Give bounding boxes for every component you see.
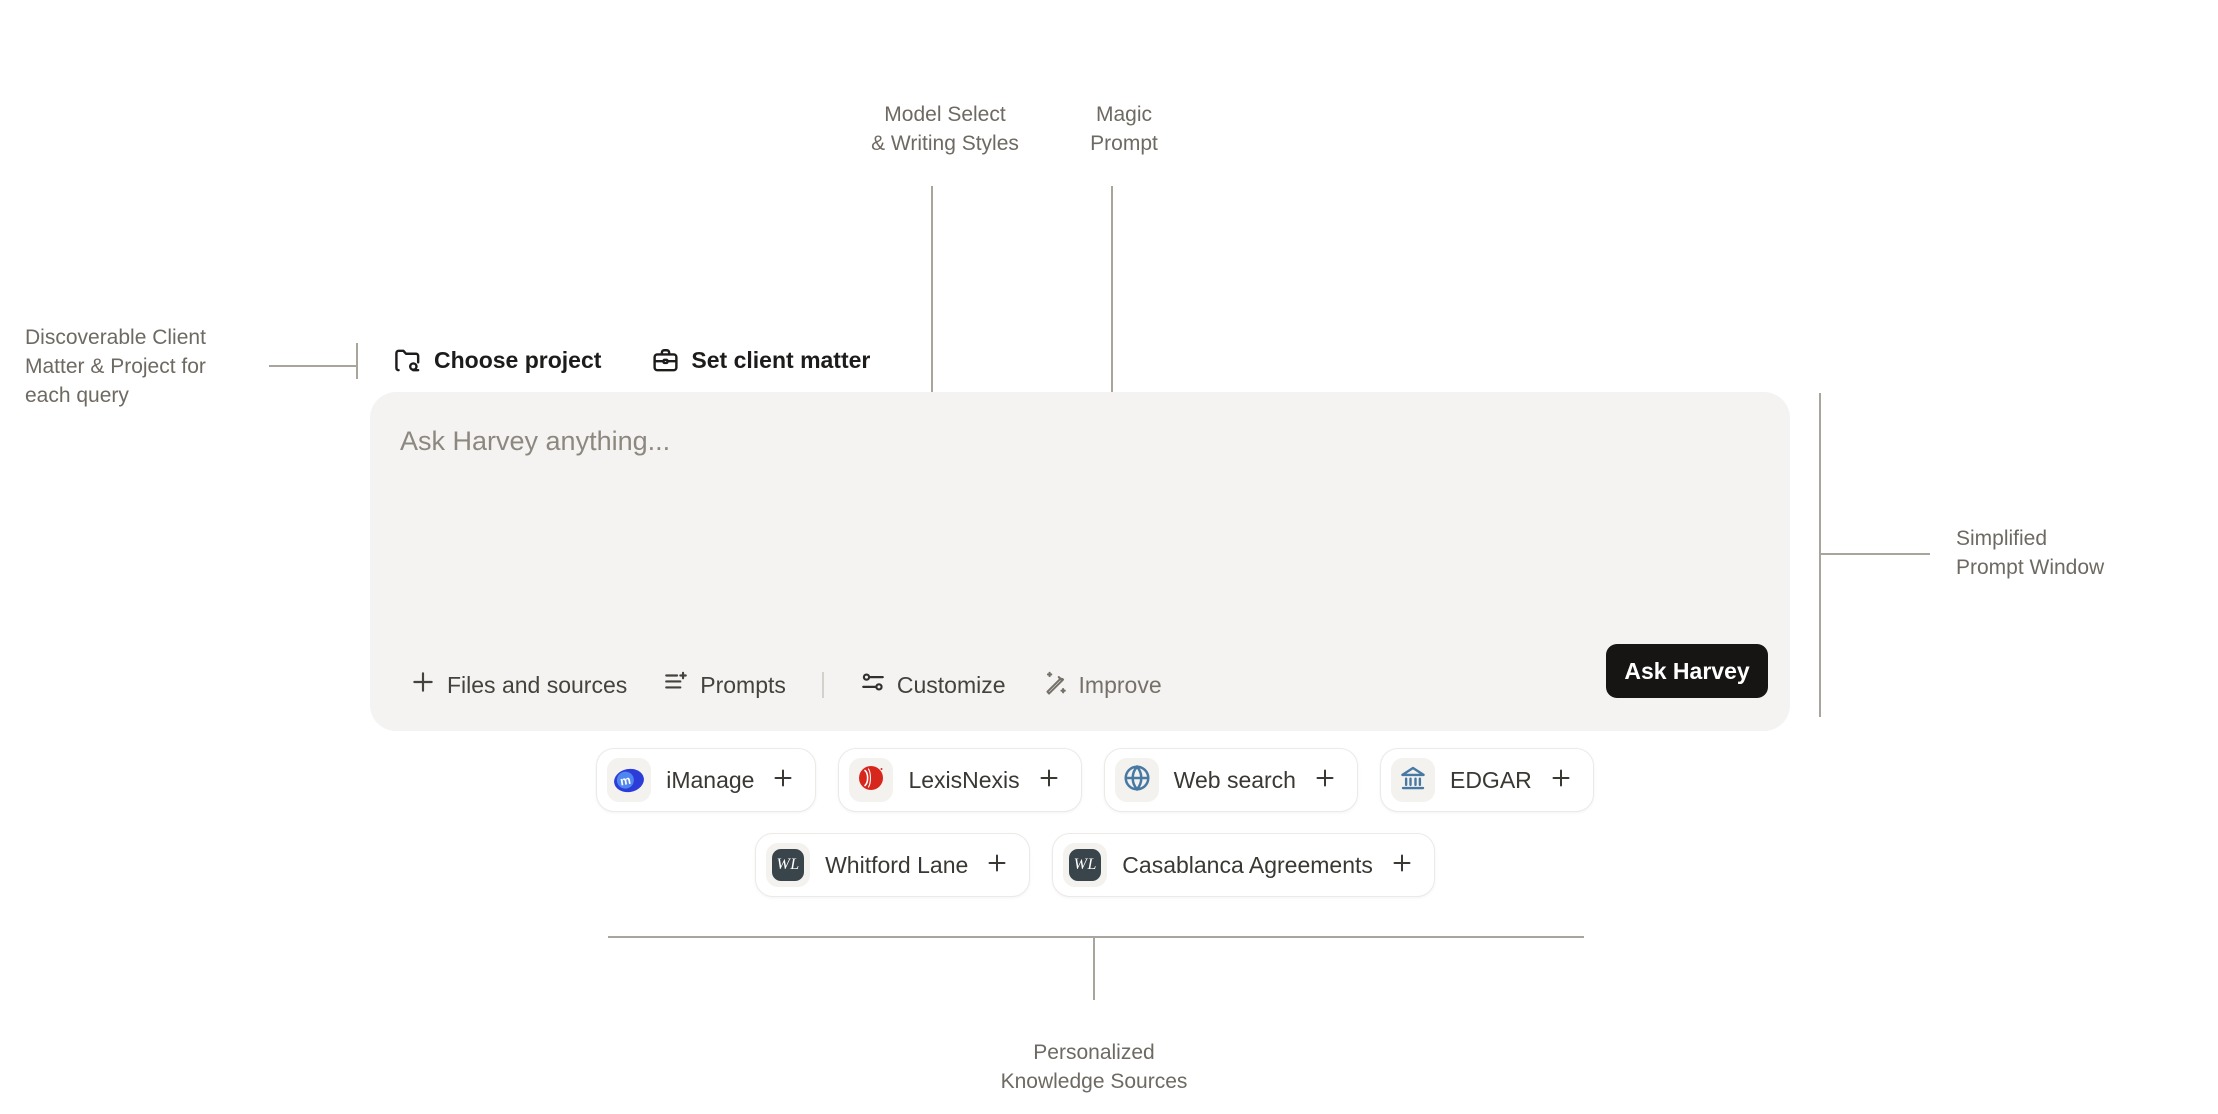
ask-harvey-button[interactable]: Ask Harvey	[1606, 644, 1768, 698]
globe-icon	[1122, 763, 1152, 798]
briefcase-icon	[651, 346, 680, 375]
callout-line-prompt-window-horizontal	[1819, 553, 1930, 555]
callout-line-prompt-window-vertical	[1819, 393, 1821, 717]
annotation-client-matter-line3: each query	[25, 384, 129, 407]
add-source-icon[interactable]	[1390, 851, 1414, 880]
imanage-monogram: m	[615, 769, 636, 790]
source-chip-whitford-lane[interactable]: WL Whitford Lane	[755, 833, 1031, 897]
source-label-imanage: iManage	[666, 766, 755, 793]
annotation-knowledge-sources: Personalized Knowledge Sources	[944, 1038, 1244, 1096]
annotation-model-select-line1: Model Select	[884, 103, 1006, 126]
customize-label: Customize	[896, 671, 1006, 698]
annotation-simplified-prompt: Simplified Prompt Window	[1956, 524, 2206, 582]
annotation-model-select-line2: & Writing Styles	[871, 132, 1019, 155]
folder-dot-icon	[394, 346, 423, 375]
add-source-icon[interactable]	[771, 766, 795, 795]
prompts-button[interactable]: Prompts	[663, 669, 786, 701]
add-source-icon[interactable]	[1037, 766, 1061, 795]
annotation-simplified-line1: Simplified	[1956, 527, 2048, 550]
files-and-sources-button[interactable]: Files and sources	[410, 669, 627, 701]
source-chip-web-search[interactable]: Web search	[1103, 748, 1358, 812]
casablanca-logo-tile: WL	[1063, 843, 1108, 887]
choose-project-label: Choose project	[434, 347, 602, 373]
source-chip-imanage[interactable]: m iManage	[596, 748, 817, 812]
wand-sparkles-icon	[1042, 669, 1068, 701]
sources-row-2: WL Whitford Lane WL Casablanca Agreement…	[0, 833, 2190, 897]
annotation-client-matter-line1: Discoverable Client	[25, 326, 206, 349]
set-client-matter-label: Set client matter	[691, 347, 871, 373]
list-plus-icon	[663, 669, 689, 701]
choose-project-button[interactable]: Choose project	[394, 346, 601, 375]
prompt-window[interactable]: Ask Harvey anything... Files and sources	[370, 392, 1790, 731]
improve-label: Improve	[1078, 671, 1162, 698]
ask-harvey-label: Ask Harvey	[1624, 657, 1750, 684]
web-search-logo-tile	[1114, 758, 1159, 802]
source-label-web-search: Web search	[1173, 766, 1296, 793]
prompt-input-placeholder[interactable]: Ask Harvey anything...	[400, 426, 671, 456]
annotation-magic-prompt-line1: Magic	[1095, 103, 1153, 126]
add-source-icon[interactable]	[985, 851, 1009, 880]
annotation-model-select: Model Select & Writing Styles	[795, 100, 1095, 158]
add-source-icon[interactable]	[1549, 766, 1573, 795]
sources-row-1: m iManage LexisNexis	[0, 748, 2190, 812]
project-bar: Choose project Set client matter	[394, 346, 870, 375]
annotation-knowledge-line2: Knowledge Sources	[1000, 1070, 1188, 1093]
sliders-icon	[860, 669, 886, 701]
annotation-simplified-line2: Prompt Window	[1956, 556, 2105, 579]
add-source-icon[interactable]	[1313, 766, 1337, 795]
callout-tick-client-matter	[356, 343, 358, 379]
imanage-logo-tile: m	[607, 758, 652, 802]
source-chip-edgar[interactable]: EDGAR	[1379, 748, 1594, 812]
edgar-logo-tile	[1390, 758, 1435, 802]
toolbar-divider	[821, 672, 824, 698]
source-chip-lexisnexis[interactable]: LexisNexis	[838, 748, 1082, 812]
callout-line-knowledge-vertical	[1093, 936, 1095, 1000]
bank-icon	[1398, 763, 1428, 798]
annotation-client-matter: Discoverable Client Matter & Project for…	[25, 323, 275, 410]
prompt-toolbar: Files and sources Prompts	[410, 669, 1162, 701]
source-label-lexisnexis: LexisNexis	[908, 766, 1020, 793]
source-chip-casablanca-agreements[interactable]: WL Casablanca Agreements	[1052, 833, 1435, 897]
plus-icon	[410, 669, 436, 701]
source-label-edgar: EDGAR	[1449, 766, 1532, 793]
callout-line-client-matter	[269, 365, 357, 367]
annotation-magic-prompt: Magic Prompt	[1024, 100, 1224, 158]
wl-monogram-icon: WL	[772, 849, 805, 881]
set-client-matter-button[interactable]: Set client matter	[651, 346, 870, 375]
imanage-logo-icon: m	[612, 766, 646, 794]
customize-button[interactable]: Customize	[860, 669, 1006, 701]
improve-button[interactable]: Improve	[1042, 669, 1162, 701]
annotation-magic-prompt-line2: Prompt	[1090, 132, 1158, 155]
files-and-sources-label: Files and sources	[447, 671, 628, 698]
wl-monogram-icon: WL	[1069, 849, 1102, 881]
annotation-knowledge-line1: Personalized	[1033, 1041, 1155, 1064]
annotation-client-matter-line2: Matter & Project for	[25, 355, 206, 378]
callout-line-knowledge-horizontal	[608, 936, 1584, 938]
source-label-whitford-lane: Whitford Lane	[825, 851, 969, 878]
prompts-label: Prompts	[700, 671, 786, 698]
whitford-lane-logo-tile: WL	[766, 843, 811, 887]
lexisnexis-logo-tile	[849, 758, 894, 802]
lexisnexis-logo-icon	[856, 763, 886, 798]
source-label-casablanca: Casablanca Agreements	[1122, 851, 1373, 878]
